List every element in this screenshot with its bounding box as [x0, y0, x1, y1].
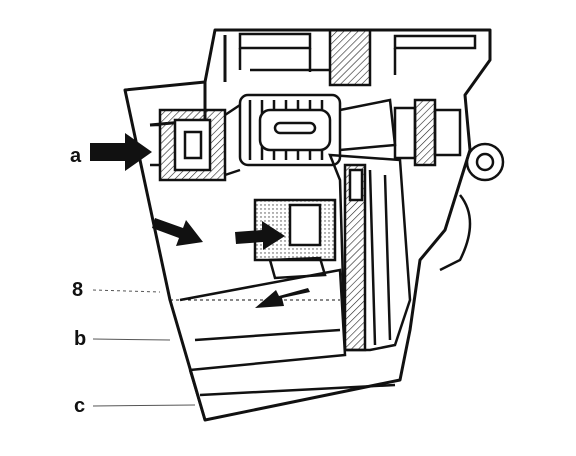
callout-label-b: b: [74, 328, 87, 350]
leader-lines: [92, 289, 196, 407]
flow-arrows: [90, 133, 310, 308]
callout-label-8: 8: [72, 279, 84, 301]
arrow-flow-right: [235, 221, 285, 250]
side-fitting: [393, 98, 505, 272]
arrow-flow-left: [255, 288, 310, 308]
callout-label-c: c: [74, 395, 86, 417]
float-bowl: [170, 268, 396, 421]
top-flange: [238, 28, 477, 87]
jet-block: [253, 198, 337, 280]
callout-label-a: a: [70, 145, 82, 167]
connector-block: [150, 103, 241, 182]
arrow-flow-diagonal: [152, 218, 203, 246]
arrow-inlet-a: [90, 133, 152, 171]
spring-assembly: [238, 93, 397, 167]
inner-chamber: [328, 153, 412, 352]
